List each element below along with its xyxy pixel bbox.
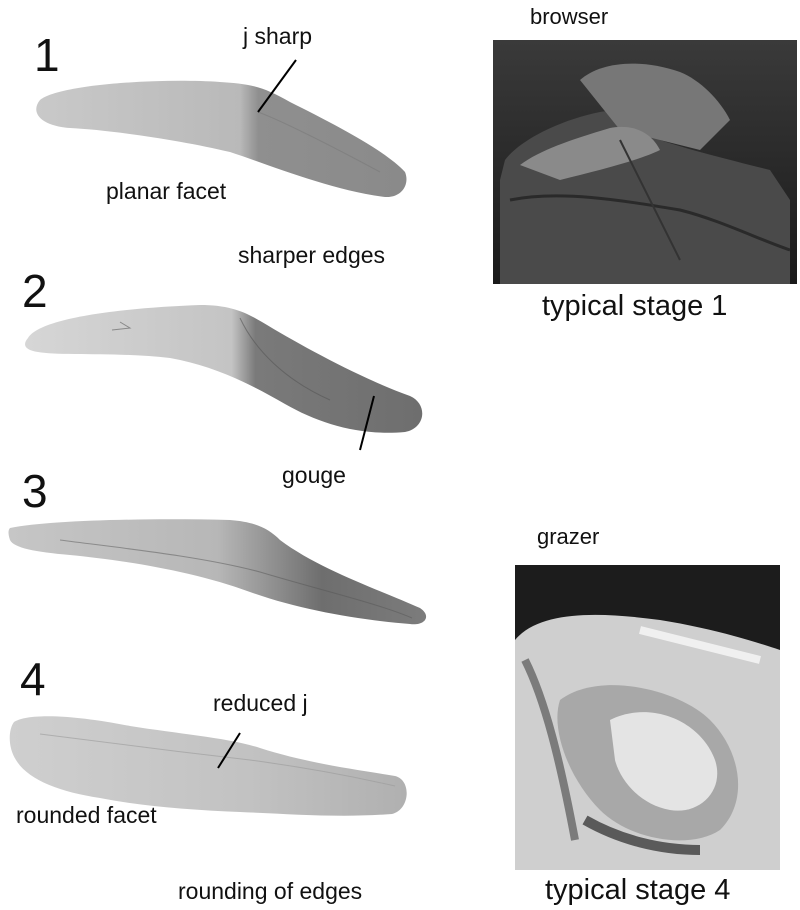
grazer-tooth-photo xyxy=(515,565,780,870)
label-planar-facet: planar facet xyxy=(106,180,226,203)
specimen-1-tooth xyxy=(36,60,406,197)
stage-number-4: 4 xyxy=(20,656,46,702)
caption-typical-stage-1: typical stage 1 xyxy=(542,292,727,321)
browser-tooth-photo xyxy=(493,40,797,284)
specimen-4-tooth xyxy=(10,716,407,816)
label-rounded-facet: rounded facet xyxy=(16,804,157,827)
caption-typical-stage-4: typical stage 4 xyxy=(545,876,730,905)
specimen-3-tooth xyxy=(9,519,427,624)
label-gouge: gouge xyxy=(282,464,346,487)
stage-number-1: 1 xyxy=(34,32,60,78)
caption-grazer: grazer xyxy=(537,526,599,548)
label-rounding-of-edges: rounding of edges xyxy=(178,880,362,903)
caption-browser: browser xyxy=(530,6,608,28)
stage-number-2: 2 xyxy=(22,268,48,314)
label-j-sharp: j sharp xyxy=(243,25,312,48)
stage-number-3: 3 xyxy=(22,468,48,514)
label-sharper-edges: sharper edges xyxy=(238,244,385,267)
specimen-2-tooth xyxy=(25,305,422,450)
label-reduced-j: reduced j xyxy=(213,692,308,715)
